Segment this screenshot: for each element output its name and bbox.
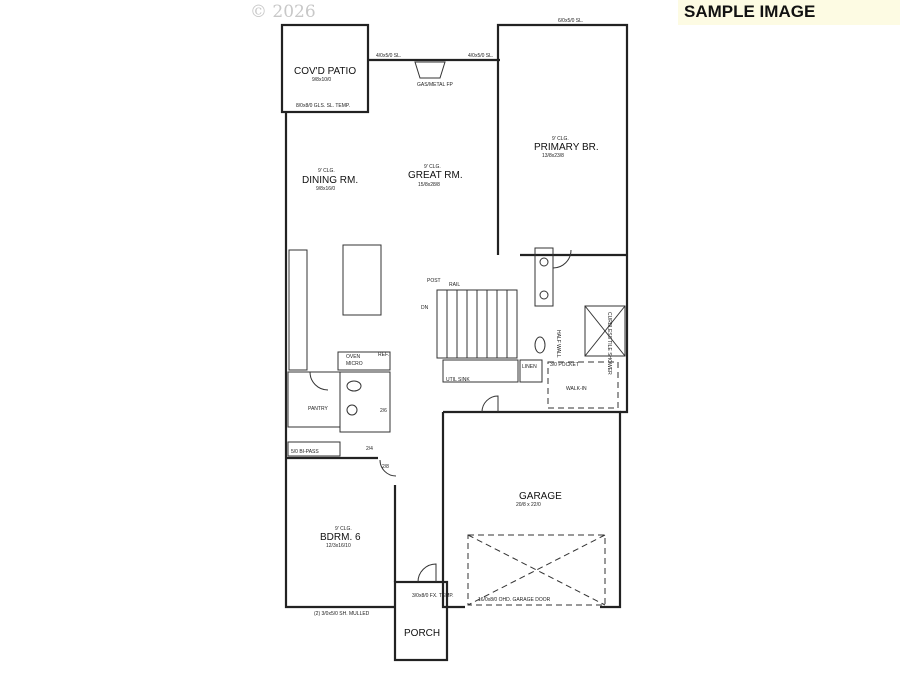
note-great-window-left: 4/0x5/0 SL. xyxy=(376,53,401,59)
note-entry-door: 3/0x8/0 FX. TEMP. xyxy=(412,593,454,599)
walkin-name: WALK-IN xyxy=(566,386,587,392)
note-bipass: 5/0 BI-PASS xyxy=(291,449,319,455)
shower xyxy=(584,305,626,357)
primary-bath-door-swing xyxy=(552,249,572,269)
primary-name: PRIMARY BR. xyxy=(534,142,599,153)
note-patio-door: 8/0x8/0 GLS. SL. TEMP. xyxy=(296,103,350,109)
kitchen-island xyxy=(342,244,382,316)
note-util-sink: UTIL SINK xyxy=(446,377,470,383)
walk-in-closet xyxy=(547,361,619,409)
powder-bath xyxy=(339,371,391,433)
entry-door-swing xyxy=(417,563,437,583)
note-post: POST xyxy=(427,278,441,284)
note-garage-door: 16/0x8/0 OHD. GARAGE DOOR xyxy=(478,597,551,603)
patio-name: COV'D PATIO xyxy=(294,66,356,77)
pantry-door-swing xyxy=(309,371,329,391)
patio-size: 9/8x10/0 xyxy=(312,77,331,83)
garage-left-wall xyxy=(441,412,465,609)
note-linen: LINEN xyxy=(522,364,537,370)
linen-closet xyxy=(519,359,543,383)
toilet-icon xyxy=(534,336,546,354)
left-wall xyxy=(284,112,395,609)
vanity xyxy=(534,247,554,307)
pantry-box xyxy=(287,371,341,428)
note-pocket: 3/0 POCKET xyxy=(550,362,579,368)
dining-clg: 9' CLG. xyxy=(318,168,335,174)
primary-wall xyxy=(496,23,629,414)
stair-treads xyxy=(446,290,508,358)
laundry-counter xyxy=(442,359,519,383)
patio-outline xyxy=(280,23,370,114)
porch-name: PORCH xyxy=(404,628,440,639)
sink-icon xyxy=(539,257,549,267)
bdrm-door-swing xyxy=(379,459,397,477)
garage-entry-door-swing xyxy=(481,395,499,413)
garage-wall xyxy=(443,410,622,609)
note-door-24: 2/4 xyxy=(366,446,373,452)
bdrm6-clg: 9' CLG. xyxy=(335,526,352,532)
pantry-name: PANTRY xyxy=(308,406,328,412)
note-micro: MICRO xyxy=(346,361,363,367)
primary-clg: 9' CLG. xyxy=(552,136,569,142)
great-size: 15/8x28/8 xyxy=(418,182,440,188)
note-door-26: 2/6 xyxy=(380,408,387,414)
bipass-closet xyxy=(287,441,341,457)
toilet-icon xyxy=(346,380,362,392)
great-name: GREAT RM. xyxy=(408,170,463,181)
note-oven: OVEN xyxy=(346,354,361,360)
bdrm6-size: 12/3x16/10 xyxy=(326,543,351,549)
note-fireplace: GAS/METAL FP xyxy=(417,82,454,88)
garage-door-swing xyxy=(467,534,606,606)
sink-icon xyxy=(346,404,358,416)
oven-ref-cabinet xyxy=(337,351,391,371)
bdrm6-name: BDRM. 6 xyxy=(320,532,361,543)
garage-size: 20/8 x 22/0 xyxy=(516,502,541,508)
porch-outline xyxy=(393,580,449,662)
banner-text: SAMPLE IMAGE xyxy=(684,2,816,21)
fireplace-icon xyxy=(414,61,446,79)
note-great-window-right: 4/0x5/0 SL. xyxy=(468,53,493,59)
sink-icon xyxy=(539,290,549,300)
note-dn: DN xyxy=(421,305,429,311)
dining-name: DINING RM. xyxy=(302,175,358,186)
note-bdrm-window: (2) 3/0x5/0 SH. MULLED xyxy=(314,611,370,617)
room-labels: COV'D PATIO 9/8x10/0 9' CLG. DINING RM. … xyxy=(294,66,599,639)
kitchen-counter xyxy=(288,249,308,371)
note-half-wall: HALF WALL xyxy=(555,330,561,358)
dining-size: 9/8x16/0 xyxy=(316,186,335,192)
walls xyxy=(280,23,629,662)
primary-size: 13/8x23/8 xyxy=(542,153,564,159)
note-primary-window: 6/0x5/0 SL. xyxy=(558,18,583,24)
copyright-watermark: © 2026 xyxy=(250,2,316,22)
note-ref: REF. xyxy=(378,352,389,358)
great-clg: 9' CLG. xyxy=(424,164,441,170)
annotations: 6/0x5/0 SL. 4/0x5/0 SL. 4/0x5/0 SL. GAS/… xyxy=(291,18,612,617)
note-shower: CURBLESS TILE SHOWER xyxy=(606,312,612,375)
garage-name: GARAGE xyxy=(519,491,562,502)
note-rail: RAIL xyxy=(449,282,460,288)
note-door-28: 2/8 xyxy=(382,464,389,470)
sample-image-banner: SAMPLE IMAGE xyxy=(678,0,900,25)
